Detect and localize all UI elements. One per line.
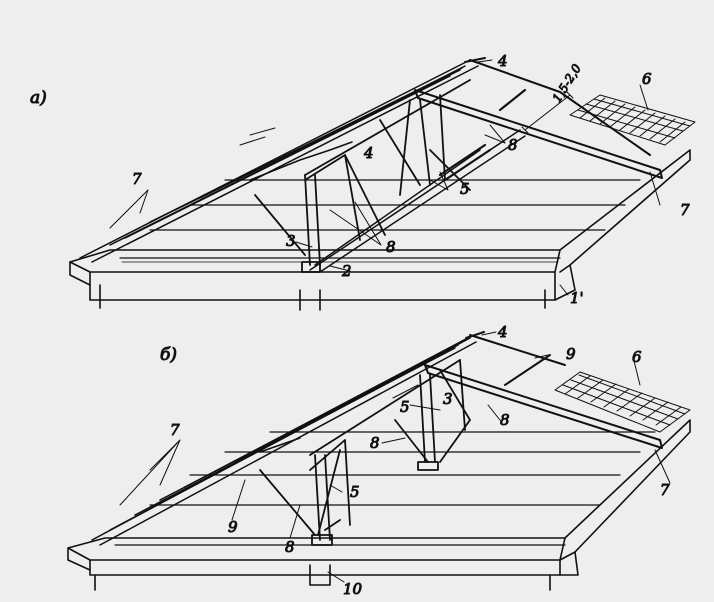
callout-a-3: 3 xyxy=(286,232,296,250)
callout-b-5-lower: 5 xyxy=(350,483,360,501)
figure-a-label: а) xyxy=(30,88,47,108)
callout-b-8-right: 8 xyxy=(500,411,510,429)
callout-a-1: 1' xyxy=(570,289,584,307)
dimension-label-a: 1,5-2,0 xyxy=(550,61,584,105)
floor-beams-b xyxy=(114,431,656,546)
figure-a: а) 1,5-2,0 4 6 8 4 7 5 7 3 8 2 1' xyxy=(30,52,696,311)
callout-b-3: 3 xyxy=(443,390,453,408)
callout-b-5-upper: 5 xyxy=(400,398,410,416)
callout-a-4-mid: 4 xyxy=(363,144,374,162)
callout-a-8-lower: 8 xyxy=(386,238,396,256)
roof-tiles-a xyxy=(239,94,696,146)
ridge-girder-a xyxy=(414,57,663,179)
callout-b-4: 4 xyxy=(497,323,508,341)
callout-a-8-upper: 8 xyxy=(508,136,518,154)
leaders-a xyxy=(109,59,661,296)
callout-a-2: 2 xyxy=(341,262,352,280)
floor-slab-b xyxy=(67,419,691,591)
leaders-b xyxy=(119,331,671,583)
callout-b-8-mid: 8 xyxy=(370,434,380,452)
purlins-a xyxy=(438,88,527,182)
callout-a-5: 5 xyxy=(460,180,470,198)
callout-b-10: 10 xyxy=(343,580,363,598)
callout-a-4-top: 4 xyxy=(497,52,508,70)
ridge-girder-b xyxy=(424,331,663,449)
figure-b-label: б) xyxy=(160,345,177,365)
roof-slope-b xyxy=(91,337,477,546)
dimension-a xyxy=(521,91,574,134)
callout-b-7-left: 7 xyxy=(170,421,180,439)
callout-b-8-left: 8 xyxy=(285,538,295,556)
floor-slab-a xyxy=(69,149,691,311)
callout-b-9-bottom: 9 xyxy=(228,518,238,536)
callout-b-6: 6 xyxy=(632,348,642,366)
callout-a-7-left: 7 xyxy=(132,170,142,188)
callout-a-6: 6 xyxy=(642,70,652,88)
roof-slope-a xyxy=(79,59,526,273)
truss-b xyxy=(259,359,471,546)
truss-a xyxy=(254,79,471,273)
callout-a-7-right: 7 xyxy=(680,201,690,219)
figure-b: б) 4 9 6 5 3 8 7 8 7 5 9 8 10 xyxy=(67,323,691,599)
callout-b-7-right: 7 xyxy=(660,481,670,499)
callout-b-9-top: 9 xyxy=(566,345,576,363)
roof-tiles-b xyxy=(554,371,691,433)
